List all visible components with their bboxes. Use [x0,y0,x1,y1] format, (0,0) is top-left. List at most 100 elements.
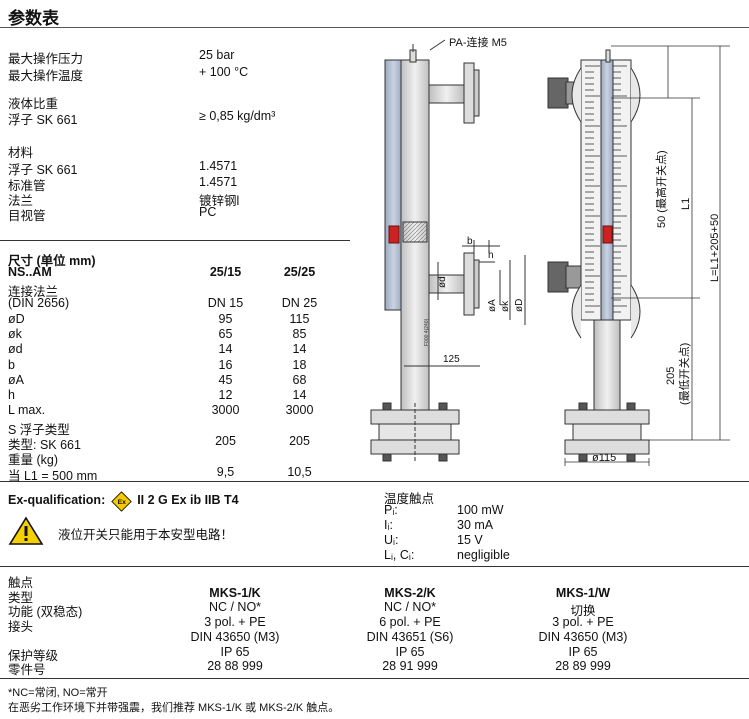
dims-row-value-1: 12 [218,388,233,403]
dims-row-value-1: 16 [218,357,233,372]
materials-heading: 材料 [8,146,34,160]
dim-205-label: 205 [665,367,677,385]
dim-oD-label: øD [514,299,525,312]
temp-contact-value: 100 mW [457,503,504,517]
material-value: PC [199,205,217,219]
temp-contact-label: Lᵢ, Cᵢ: [384,548,415,562]
dims-row-value-1: 65 [218,326,233,341]
dims-row-label: b [8,357,15,372]
contacts-cell: MKS-1/K [209,586,261,600]
dims-row-label: øA [8,372,24,387]
contacts-cell: NC / NO* [383,600,437,614]
dims-row-label: h [8,388,15,403]
contacts-cell: DIN 43650 (M3) [190,630,280,644]
material-label: 标准管 [8,179,46,193]
dims-row-value-2: 85 [292,326,307,341]
ex-warning: 液位开关只能用于本安型电路！ [58,528,234,542]
section-rule [0,566,749,567]
contacts-cell: 28 89 999 [555,659,611,673]
dims-row-value-2: DN 25 [281,296,318,311]
temp-contact-label: Uᵢ: [384,533,399,547]
spec-label-temp: 最大操作温度 [8,69,84,83]
contacts-row-label: 功能 (双稳态) [8,605,83,619]
dims-row-value-2: 18 [292,357,307,372]
dims-col-label: NS..AM [8,265,52,279]
contacts-cell: IP 65 [220,645,250,659]
contacts-cell: DIN 43651 (S6) [366,630,454,644]
contacts-cell: 切换 [570,604,596,618]
dims-row-label: (DIN 2656) [8,296,70,311]
temp-contact-value: 30 mA [457,518,494,532]
spec-value-temp: + 100 °C [199,65,249,79]
contacts-cell: IP 65 [568,645,598,659]
dims-row-label: L max. [8,403,46,418]
dims-row-value-1: 3000 [211,403,240,418]
material-label: 目视管 [8,209,46,223]
pa-connection-label: PA-连接 M5 [449,36,507,49]
ex-qualification: Ex-qualification: Ex II 2 G Ex ib IIB T4 [8,491,239,512]
contacts-cell: IP 65 [395,645,425,659]
temp-contact-label: Pᵢ: [384,503,398,517]
part-number-mark: F000 4(240) [424,318,430,346]
contacts-cell: 28 91 999 [382,659,438,673]
dims-row-label: 连接法兰 [8,285,59,299]
dims-row-label: øk [8,326,22,341]
footnote: 在恶劣工作环境下并带强震，我们推荐 MKS-1/K 或 MKS-2/K 触点。 [8,702,340,714]
contacts-row-label: 接头 [8,619,34,634]
temp-contact-value: negligible [457,548,510,562]
ex-icon: Ex [111,491,132,512]
dims-row-value-1: 205 [215,434,236,448]
material-value: 1.4571 [199,159,238,173]
dims-row-value-1: DN 15 [207,296,244,311]
section-rule [0,481,749,482]
dim-L1-label: L1 [680,198,692,210]
dims-row-value-2: 115 [289,311,310,326]
contacts-row-label: 保护等级 [8,648,59,663]
material-value: 镀锌钢l [199,194,240,208]
section-rule [0,240,350,241]
dims-row-label: 重量 (kg) [8,453,59,468]
dim-od-label: ød [437,276,448,288]
dims-row-label: 类型: SK 661 [8,438,81,452]
dims-col1-header: 25/15 [209,265,242,279]
dims-row-label: ød [8,342,23,357]
dim-ok-label: øk [500,300,511,312]
dims-heading: 尺寸 (单位 mm) [8,254,96,268]
temp-contact-label: Iᵢ: [384,518,393,532]
page-title: 参数表 [8,9,59,28]
dim-top50-label: 50 (最高开关点) [654,150,668,228]
dim-205-note: (最低开关点) [677,343,691,405]
temp-contact-heading: 温度触点 [384,492,435,506]
material-label: 法兰 [8,194,34,208]
material-label: 浮子 SK 661 [8,163,78,177]
contacts-row-label: 触点 [8,576,34,590]
temp-contact-value: 15 V [457,533,483,547]
dims-row-label: 当 L1 = 500 mm [8,468,98,483]
contacts-row-label: 类型 [8,590,34,605]
dims-row-value-1: 14 [218,342,233,357]
dims-col2-header: 25/25 [283,265,316,279]
contacts-cell: NC / NO* [208,600,262,614]
front-view [547,49,650,462]
dim-oA-label: øA [487,299,498,312]
dim-h-label: h [488,250,494,261]
dims-row-value-2: 68 [292,372,307,387]
side-view [370,39,526,462]
spec-label-pressure: 最大操作压力 [8,52,84,66]
dims-row-value-1: 9,5 [216,464,235,479]
dims-row-value-2: 14 [292,388,307,403]
dim-L-label: L=L1+205+50 [709,214,721,282]
section-rule [0,678,749,679]
dim-115-label: ø115 [592,452,616,464]
footnote: *NC=常闭, NO=常开 [8,687,108,699]
warning-icon [8,516,44,545]
dims-row-value-2: 14 [292,342,307,357]
dims-row-value-1: 45 [218,372,233,387]
title-rule [0,27,749,28]
contacts-cell: 6 pol. + PE [379,615,441,629]
contacts-cell: 3 pol. + PE [552,615,614,629]
dims-row-value-2: 205 [289,434,310,448]
contacts-cell: 3 pol. + PE [204,615,266,629]
dimension-lines [564,45,730,466]
scale-ticks [585,65,627,313]
